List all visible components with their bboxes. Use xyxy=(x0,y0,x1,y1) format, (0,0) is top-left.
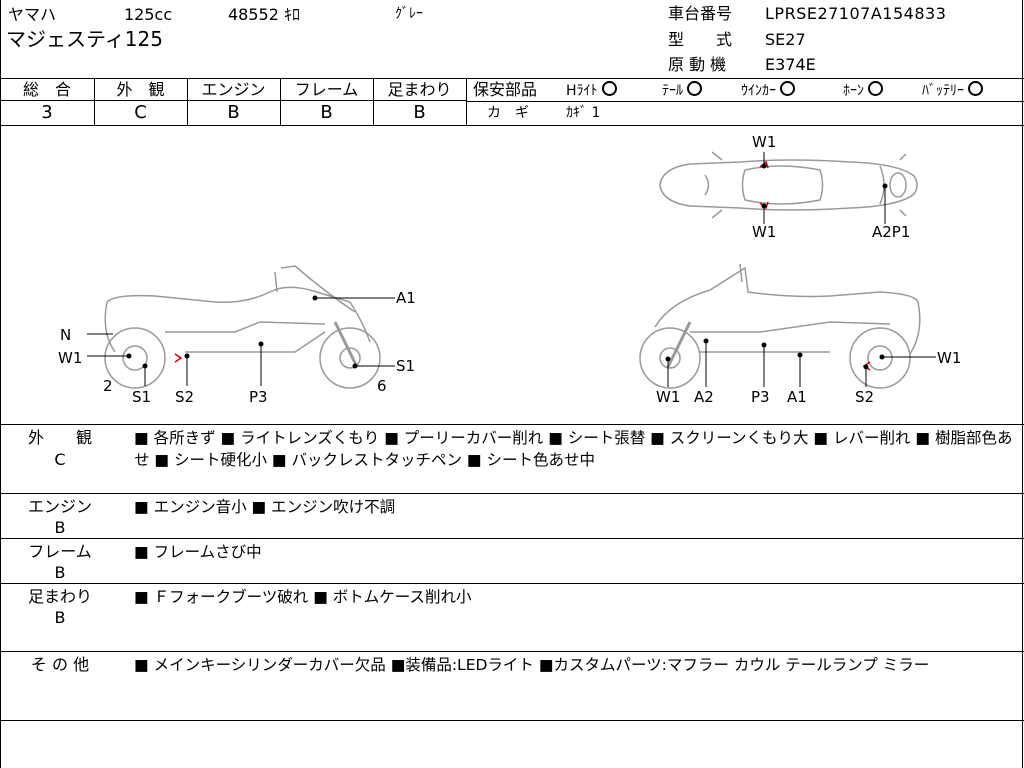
grade-value-suspension: B xyxy=(413,102,426,123)
diagram-label: P3 xyxy=(751,388,770,406)
diagram-label: A1 xyxy=(396,289,416,307)
divider-diagram-bottom xyxy=(0,424,1024,425)
grade-label-engine: エンジン xyxy=(201,80,266,99)
diagram-label: S1 xyxy=(396,357,416,375)
grade-col-divider xyxy=(187,78,188,125)
diagram-label: A2P1 xyxy=(872,223,911,241)
ok-circle-icon xyxy=(968,81,984,96)
safety-item-tail: ﾃｰﾙ xyxy=(662,81,703,100)
scooter-left-side-view xyxy=(104,265,381,389)
diagram-label: A2 xyxy=(694,388,714,406)
grade-label-appearance: 外 観 xyxy=(116,80,165,99)
engine-value: E374E xyxy=(765,55,816,74)
diagram-label: S2 xyxy=(855,388,875,406)
safety-item-name: ｳｲﾝｶｰ xyxy=(741,83,776,99)
mileage: 48552 ｷﾛ xyxy=(228,5,300,24)
divider-section-1 xyxy=(0,493,1024,494)
divider-safety xyxy=(467,101,1024,102)
diagram-label: W1 xyxy=(752,133,777,151)
model-name: マジェスティ125 xyxy=(6,27,163,51)
diagram-label: W1 xyxy=(656,388,681,406)
displacement: 125cc xyxy=(124,5,173,24)
section-text-appearance: ■ 各所きず ■ ライトレンズくもり ■ プーリーカバー削れ ■ シート張替 ■… xyxy=(134,429,1013,469)
frame-right-border xyxy=(1022,0,1023,768)
top-view-leader-lines xyxy=(761,152,888,224)
ok-circle-icon xyxy=(687,81,703,96)
color: ｸﾞﾚｰ xyxy=(395,6,423,22)
key-label: カ ギ xyxy=(487,105,529,121)
section-label-engine: エンジン xyxy=(27,497,92,516)
type-label: 型 式 xyxy=(668,30,733,49)
safety-item-name: ﾎｰﾝ xyxy=(843,83,864,99)
diagram-label: N xyxy=(60,326,72,344)
grade-value-total: 3 xyxy=(41,102,53,123)
divider-section-2 xyxy=(0,538,1024,539)
ok-circle-icon xyxy=(868,81,884,96)
ok-circle-icon xyxy=(780,81,796,96)
grade-label-total: 総 合 xyxy=(22,80,71,99)
frame-no-label: 車台番号 xyxy=(668,4,733,23)
safety-item-name: ﾊﾞｯﾃﾘｰ xyxy=(922,83,964,99)
scooter-right-side-view xyxy=(639,263,921,389)
grade-col-divider xyxy=(466,78,467,125)
safety-item-name: ﾃｰﾙ xyxy=(662,83,683,99)
section-text-frame: ■ フレームさび中 xyxy=(134,543,262,561)
key-value: ｶｷﾞ 1 xyxy=(566,105,601,121)
section-grade-suspension: B xyxy=(54,608,66,627)
ok-circle-icon xyxy=(601,81,617,96)
section-grade-frame: B xyxy=(54,563,66,582)
grade-col-divider xyxy=(373,78,374,125)
right-view-leader-lines xyxy=(665,338,936,387)
safety-item-battery: ﾊﾞｯﾃﾘｰ xyxy=(922,81,984,100)
divider-grades-bottom xyxy=(0,125,1024,126)
diagram-label: S1 xyxy=(132,388,152,406)
diagram-label: 6 xyxy=(377,377,387,395)
divider-section-4 xyxy=(0,651,1024,652)
section-text-other: ■ メインキーシリンダーカバー欠品 ■装備品:LEDライト ■カスタムパーツ:マ… xyxy=(134,656,930,674)
diagram-label: S2 xyxy=(175,388,195,406)
grade-col-divider xyxy=(94,78,95,125)
divider-grade-labels xyxy=(0,100,467,101)
type-value: SE27 xyxy=(765,30,806,49)
diagram-label: W1 xyxy=(58,349,83,367)
divider-header xyxy=(0,78,1024,79)
safety-item-horn: ﾎｰﾝ xyxy=(843,81,884,100)
section-label-suspension: 足まわり xyxy=(27,587,92,606)
grade-value-engine: B xyxy=(227,102,240,123)
safety-item-name: Hﾗｲﾄ xyxy=(566,83,598,99)
grade-col-divider xyxy=(280,78,281,125)
section-label-other: そ の 他 xyxy=(30,655,90,674)
divider-section-3 xyxy=(0,583,1024,584)
safety-label: 保安部品 xyxy=(473,80,538,99)
section-text-suspension: ■ Ｆフォークブーツ破れ ■ ボトムケース削れ小 xyxy=(134,588,472,606)
diagram-label: W1 xyxy=(937,349,962,367)
section-grade-appearance: C xyxy=(54,450,66,469)
left-view-leader-lines xyxy=(87,295,395,386)
section-text-engine: ■ エンジン音小 ■ エンジン吹け不調 xyxy=(134,498,396,516)
section-label-appearance: 外 観 xyxy=(27,428,92,447)
diagram-label: 2 xyxy=(103,377,113,395)
grade-value-frame: B xyxy=(320,102,333,123)
diagram-label: W1 xyxy=(752,223,777,241)
safety-item-headlight: Hﾗｲﾄ xyxy=(566,81,617,100)
engine-label: 原 動 機 xyxy=(668,55,727,74)
diagram-label: A1 xyxy=(787,388,807,406)
grade-value-appearance: C xyxy=(134,102,147,123)
divider-section-5 xyxy=(0,720,1024,721)
diagram-label: P3 xyxy=(249,388,268,406)
safety-item-winker: ｳｲﾝｶｰ xyxy=(741,81,796,100)
frame-left-border xyxy=(0,0,1,768)
grade-label-frame: フレーム xyxy=(294,80,359,99)
frame-no: LPRSE27107A154833 xyxy=(765,4,947,23)
grade-label-suspension: 足まわり xyxy=(387,80,452,99)
maker: ヤマハ xyxy=(8,5,57,24)
section-label-frame: フレーム xyxy=(28,542,92,561)
section-grade-engine: B xyxy=(54,518,66,537)
